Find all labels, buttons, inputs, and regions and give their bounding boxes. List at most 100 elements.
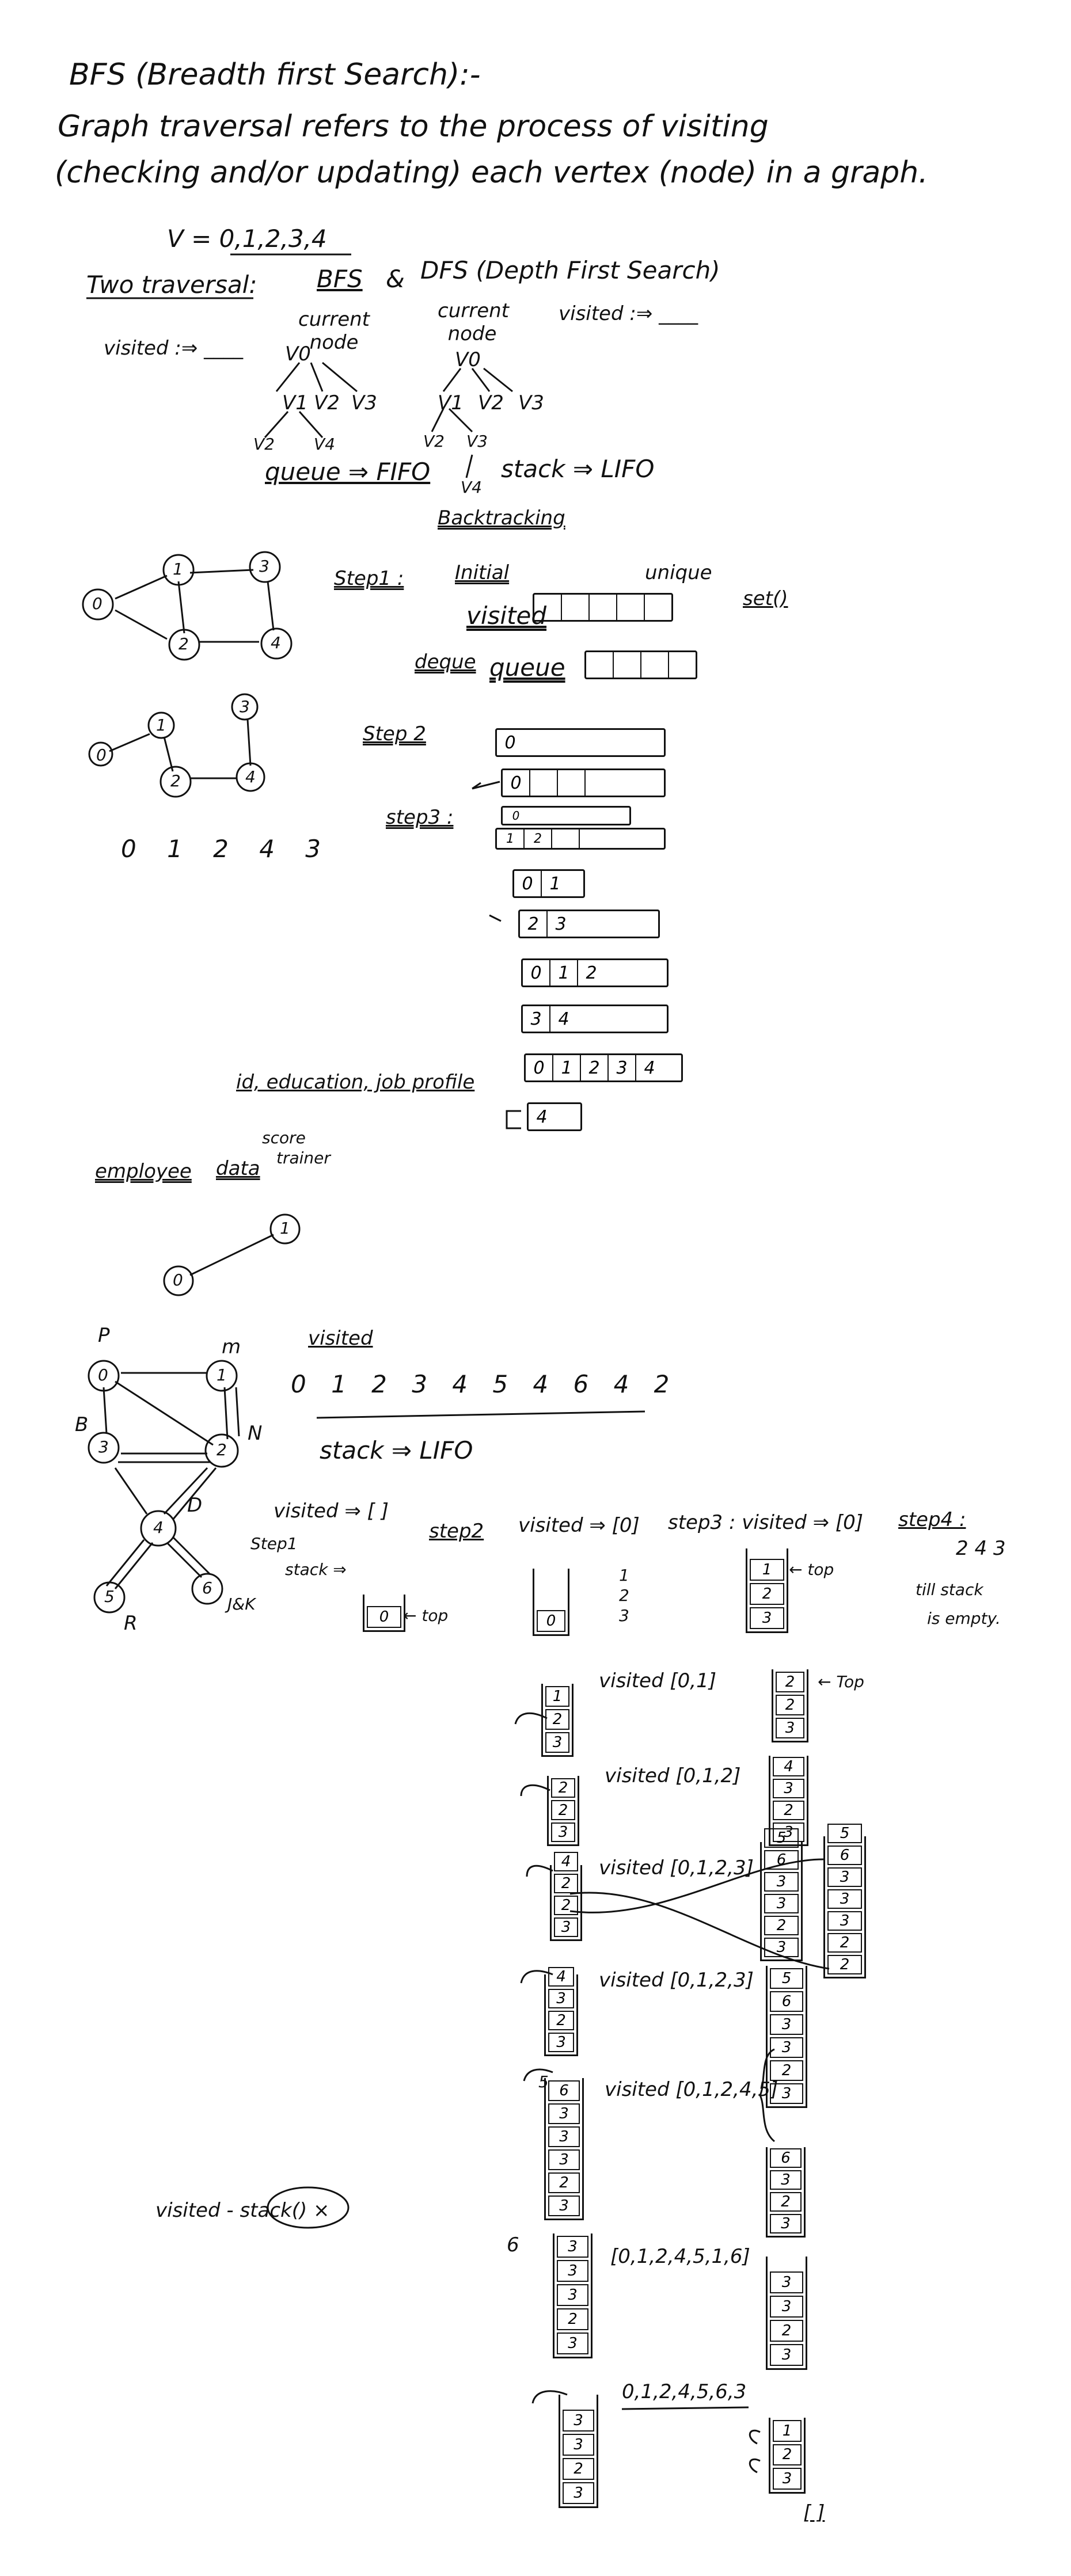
dfs-visited-01: visited [0,1]	[599, 1669, 716, 1692]
tree-left-v2b: V2	[253, 435, 275, 454]
dfs-graph	[88, 1360, 240, 1614]
dfs-node-0: 0	[98, 1365, 108, 1384]
queue-box	[584, 650, 697, 679]
bfs-step3: step3 :	[386, 806, 454, 829]
dfs-top-label-3: ← Top	[818, 1672, 864, 1691]
tree-left-v4: V4	[314, 435, 335, 454]
dfs-step3: step3 : visited ⇒ [0]	[668, 1511, 864, 1534]
dfs-visited-order: 0 1 2 3 4 5 4 6 4 2	[291, 1370, 670, 1398]
dfs-is-empty: is empty.	[927, 1609, 1001, 1628]
bfs-queue-label: queue	[489, 653, 565, 682]
current-node-right: current node	[438, 299, 509, 345]
bfs2-node-1: 1	[156, 716, 166, 735]
bfs-step1: Step1 :	[334, 567, 404, 590]
id-education-note: id, education, job profile	[236, 1071, 475, 1094]
definition-line-2: (checking and/or updating) each vertex (…	[55, 155, 928, 190]
dfs-till-stack: till stack	[916, 1580, 983, 1599]
dfs-visited-final: 0,1,2,4,5,6,3	[622, 2380, 747, 2403]
dfs-step2-val-3: 3	[619, 1606, 629, 1625]
bfs2-node-4: 4	[245, 767, 256, 786]
bfs2-node-0: 0	[96, 745, 107, 764]
dfs-visited-title: visited	[308, 1327, 373, 1350]
dfs-step2: step2	[429, 1520, 484, 1543]
dfs-label-n: N	[248, 1422, 263, 1445]
tree-right-v2: V2	[478, 391, 504, 414]
dfs-step4-nums: 2 4 3	[956, 1537, 1006, 1560]
dfs-label-d: D	[187, 1494, 203, 1517]
bfs-graph	[82, 551, 293, 661]
trace-visited-0: 0	[495, 728, 666, 757]
visited-right: visited :⇒ ____	[559, 302, 698, 325]
backtracking-label: Backtracking	[438, 507, 565, 530]
dfs-stack-step2: 0	[533, 1569, 569, 1636]
dfs-stack-arrow: stack ⇒	[285, 1560, 347, 1579]
dfs-stack-lifo: stack ⇒ LIFO	[320, 1436, 473, 1464]
stack-lifo: stack ⇒ LIFO	[501, 455, 655, 483]
dfs-step4: step4 :	[898, 1508, 966, 1531]
bfs-unique: unique	[645, 561, 712, 584]
dfs-stack-step1: 0	[363, 1595, 405, 1632]
tree-left-v1: V1	[282, 391, 308, 414]
amp-label: &	[386, 265, 405, 293]
dfs-node-2: 2	[217, 1440, 227, 1459]
bfs-set: set()	[743, 587, 788, 610]
visited-left: visited :⇒ ____	[104, 337, 244, 360]
tree-right-v3b: V3	[466, 432, 488, 451]
bfs-graph-small	[88, 693, 265, 798]
bfs2-node-2: 2	[170, 771, 181, 790]
dfs-label: DFS (Depth First Search)	[420, 256, 720, 284]
scores-note: score	[262, 1128, 306, 1147]
tree-left-v2: V2	[314, 391, 340, 414]
bfs-node-1: 1	[173, 560, 183, 579]
tree-left-v3: V3	[351, 391, 377, 414]
bfs-deque: deque	[415, 650, 476, 674]
dfs-visited-empty: visited ⇒ [ ]	[274, 1500, 389, 1523]
trainer-note: trainer	[276, 1148, 331, 1167]
dfs-label-m: m	[222, 1335, 241, 1359]
dfs-step1: Step1	[250, 1534, 298, 1553]
bfs-node-0: 0	[92, 594, 102, 613]
small-graph-node-1: 1	[280, 1219, 290, 1238]
visited-stack-note: visited - stack() ×	[155, 2199, 330, 2222]
data-note: data	[216, 1157, 260, 1180]
trace-queue-4: 4	[527, 1102, 582, 1131]
definition-line-1: Graph traversal refers to the process of…	[58, 109, 769, 144]
dfs-visited-012: visited [0,1,2]	[605, 1764, 741, 1787]
dfs-visited-01245: visited [0,1,2,4,5]	[605, 2078, 778, 2101]
visited-set-box	[533, 593, 673, 622]
bfs-initial: Initial	[455, 561, 510, 584]
dfs-step2-val-1: 1	[619, 1566, 629, 1585]
dfs-visited-0123: visited [0,1,2,3]	[599, 1856, 754, 1879]
dfs-empty-brackets: [ ]	[803, 2501, 825, 2524]
bfs-order: 0 1 2 4 3	[121, 835, 321, 863]
tree-right-v2b: V2	[423, 432, 445, 451]
dfs-node-6: 6	[202, 1578, 212, 1597]
dfs-top-label-2: ← top	[789, 1560, 834, 1579]
queue-fifo: queue ⇒ FIFO	[265, 458, 431, 486]
trace-visited-1: 0	[501, 806, 631, 825]
bfs-node-3: 3	[259, 557, 269, 576]
traversal-label: Two traversal:	[86, 271, 257, 299]
dfs-visited-0124516: [0,1,2,4,5,1,6]	[610, 2245, 750, 2268]
current-node-left: current node	[298, 308, 370, 354]
bfs-node-4: 4	[271, 633, 281, 652]
dfs-label-p: P	[98, 1324, 110, 1347]
dfs-label-jk: J&K	[227, 1595, 256, 1614]
vertex-set: V = 0,1,2,3,4	[167, 225, 327, 253]
dfs-step2-val-2: 2	[619, 1586, 629, 1605]
